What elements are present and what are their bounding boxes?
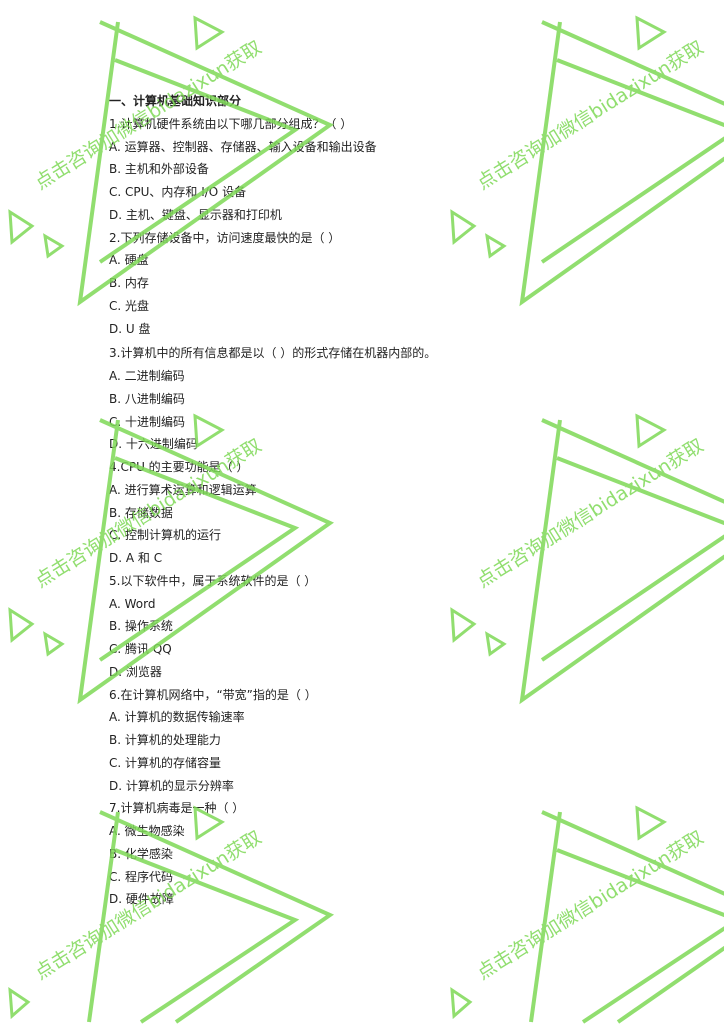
triangle-small <box>635 805 667 841</box>
option-A: A. 运算器、控制器、存储器、输入设备和输出设备 <box>109 139 377 154</box>
option-D: D. 主机、键盘、显示器和打印机 <box>109 207 282 222</box>
triangle-inner <box>540 58 724 264</box>
option-B: B. 存储数据 <box>109 505 173 520</box>
watermark-tile: 点击咨询加微信bidazixun获取 <box>450 805 724 1024</box>
option-B: B. 化学感染 <box>109 846 173 861</box>
option-A: A. 硬盘 <box>109 253 149 268</box>
question-text: 2.下列存储设备中，访问速度最快的是（ ） <box>109 230 341 245</box>
option-D: D. U 盘 <box>109 321 151 336</box>
svg-text:点击咨询加微信bidazixun获取: 点击咨询加微信bidazixun获取 <box>473 36 707 194</box>
triangle-small <box>8 209 35 245</box>
triangle-small <box>43 631 65 657</box>
option-B: B. 计算机的处理能力 <box>109 733 221 747</box>
document-body: 一、计算机基础知识部分 1.计算机硬件系统由以下哪几部分组成？（ ） A. 运算器… <box>109 90 436 911</box>
triangle-small <box>8 607 35 643</box>
option-A: A. 进行算术运算和逻辑运算 <box>109 482 257 497</box>
triangle-outer <box>519 418 724 705</box>
triangle-small <box>193 15 225 51</box>
question-text: 3.计算机中的所有信息都是以（ ）的形式存储在机器内部的。 <box>109 346 437 361</box>
option-C: C. 光盘 <box>109 298 150 313</box>
triangle-small <box>485 631 507 657</box>
option-B: B. 内存 <box>109 276 149 290</box>
watermark-tile: 点击咨询加微信bidazixun获取 <box>450 15 724 307</box>
option-B: B. 八进制编码 <box>109 391 185 406</box>
question-5: 5.以下软件中，属于系统软件的是（ ） A. Word B. 操作系统 C. 腾讯 Q… <box>109 570 436 684</box>
option-A: A. 微生物感染 <box>109 824 185 838</box>
triangle-small <box>450 209 477 245</box>
option-C: C. 程序代码 <box>109 869 174 884</box>
option-D: D. 十六进制编码 <box>109 437 198 452</box>
option-B: B. 操作系统 <box>109 619 173 634</box>
triangle-inner <box>556 848 724 1024</box>
question-4: 4.CPU 的主要功能是（ ） A. 进行算术运算和逻辑运算 B. 存储数据 C. 控… <box>109 456 436 570</box>
option-C: C. 腾讯 QQ <box>109 642 172 656</box>
question-text: 6.在计算机网络中，“带宽”指的是（ ） <box>109 687 317 702</box>
section-title: 一、计算机基础知识部分 <box>109 94 242 108</box>
triangle-small <box>43 233 65 259</box>
option-D: D. 硬件故障 <box>109 892 174 907</box>
triangle-small <box>635 413 667 449</box>
triangle-inner <box>540 456 724 662</box>
option-D: D. A 和 C <box>109 551 163 565</box>
option-A: A. Word <box>109 596 156 611</box>
option-C: C. 十进制编码 <box>109 414 186 429</box>
question-1: 1.计算机硬件系统由以下哪几部分组成？（ ） A. 运算器、控制器、存储器、输入设… <box>109 113 436 227</box>
question-text: 1.计算机硬件系统由以下哪几部分组成？（ ） <box>109 116 353 131</box>
question-list: 1.计算机硬件系统由以下哪几部分组成？（ ） A. 运算器、控制器、存储器、输入设… <box>109 113 436 911</box>
triangle-small <box>485 233 507 259</box>
option-B: B. 主机和外部设备 <box>109 162 209 177</box>
option-A: A. 二进制编码 <box>109 369 185 383</box>
question-6: 6.在计算机网络中，“带宽”指的是（ ） A. 计算机的数据传输速率 B. 计算机的… <box>109 684 436 798</box>
question-7: 7.计算机病毒是一种（ ） A. 微生物感染 B. 化学感染 C. 程序代码 D. 硬件… <box>109 797 436 911</box>
triangle-small <box>450 607 477 643</box>
question-text: 4.CPU 的主要功能是（ ） <box>109 460 249 474</box>
question-text: 7.计算机病毒是一种（ ） <box>109 801 245 816</box>
triangle-outer <box>519 20 724 307</box>
watermark-tile: 点击咨询加微信bidazixun获取 <box>450 413 724 705</box>
triangle-small <box>8 987 31 1020</box>
option-C: C. 计算机的存储容量 <box>109 755 222 770</box>
triangle-outer <box>541 810 724 1024</box>
option-D: D. 浏览器 <box>109 664 162 679</box>
svg-text:点击咨询加微信bidazixun获取: 点击咨询加微信bidazixun获取 <box>473 434 707 592</box>
triangle-small <box>635 15 667 51</box>
triangle-outer <box>529 811 562 1023</box>
question-text: 5.以下软件中，属于系统软件的是（ ） <box>109 573 317 588</box>
option-C: C. 控制计算机的运行 <box>109 528 222 543</box>
svg-text:点击咨询加微信bidazixun获取: 点击咨询加微信bidazixun获取 <box>473 826 707 984</box>
triangle-small <box>450 987 473 1020</box>
question-3: 3.计算机中的所有信息都是以（ ）的形式存储在机器内部的。 A. 二进制编码 B. … <box>109 342 436 456</box>
question-2: 2.下列存储设备中，访问速度最快的是（ ） A. 硬盘 B. 内存 C. 光盘 D. U… <box>109 227 436 343</box>
option-D: D. 计算机的显示分辨率 <box>109 778 234 793</box>
option-C: C. CPU、内存和 I/O 设备 <box>109 185 247 199</box>
option-A: A. 计算机的数据传输速率 <box>109 710 245 725</box>
